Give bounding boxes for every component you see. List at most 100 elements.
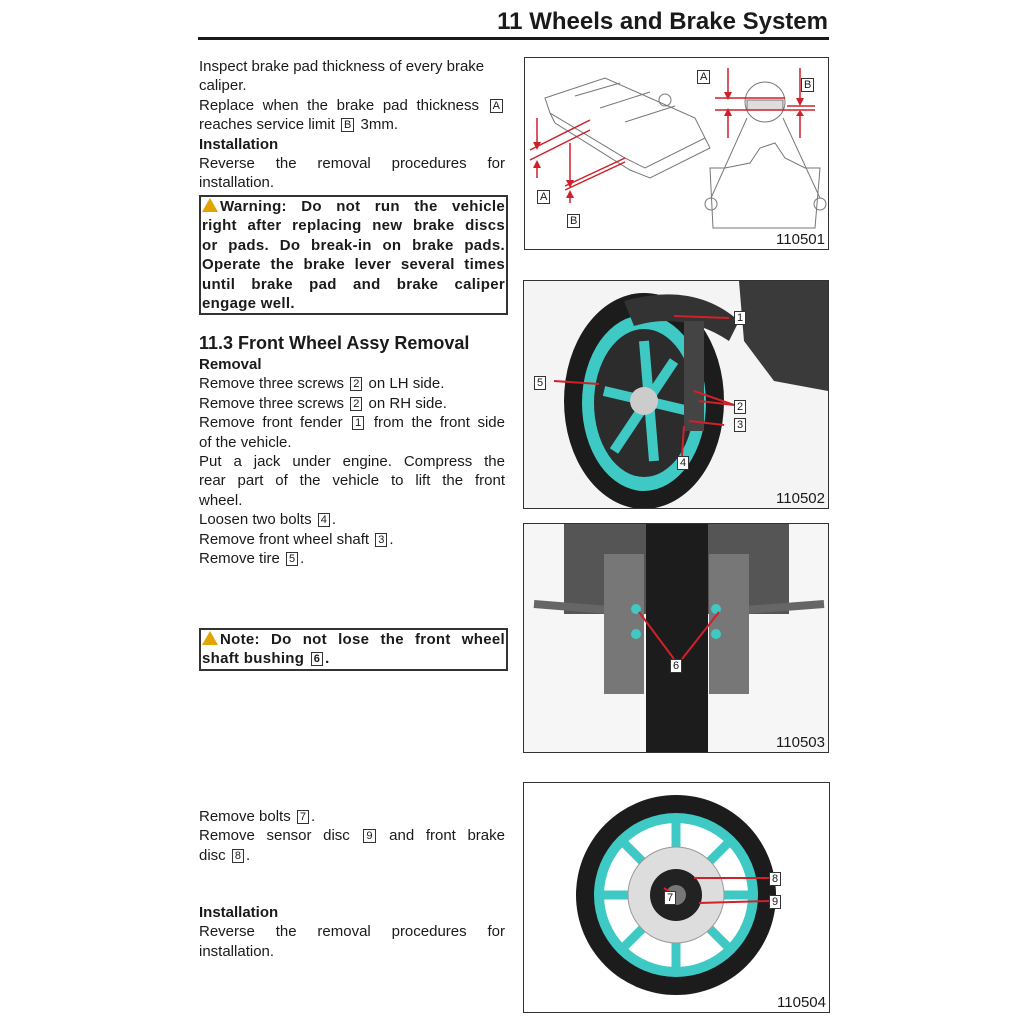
text-line: Operate the brake lever several times — [202, 255, 505, 274]
callout-ref-2: 2 — [350, 396, 363, 411]
text-segment: 11.3 Front Wheel Assy Removal — [199, 333, 470, 353]
disc-removal-text: Remove bolts 7.Remove sensor disc 9 and … — [199, 807, 505, 865]
text-segment: Operate the brake lever several times — [202, 256, 505, 274]
text-segment: Remove front wheel shaft — [199, 530, 374, 548]
text-line: rear part of the vehicle to lift the fro… — [199, 471, 505, 490]
text-segment: . — [325, 650, 330, 668]
callout-9: 9 — [769, 895, 782, 909]
figure-front-wheel-side: 1 5 2 3 4 110502 — [523, 280, 829, 509]
text-segment: Installation — [199, 904, 279, 921]
figure-brake-disc: 8 7 9 110504 — [523, 782, 830, 1013]
text-line: Reverse the removal procedures for — [199, 922, 505, 941]
text-line: disc 8. — [199, 846, 505, 865]
text-line: Loosen two bolts 4. — [199, 510, 505, 529]
text-segment: and front brake — [377, 827, 505, 845]
callout-ref-6: 6 — [310, 652, 324, 667]
text-line: engage well. — [202, 294, 505, 313]
text-line: Remove bolts 7. — [199, 807, 505, 826]
brake-pad-drawing — [529, 68, 827, 229]
text-segment: Remove three screws — [199, 375, 349, 393]
callout-ref-a: A — [489, 98, 503, 113]
text-segment: Remove bolts — [199, 808, 295, 825]
figure-number: 110503 — [776, 734, 825, 751]
text-segment: Reverse the removal procedures for — [199, 923, 505, 941]
text-segment: installation. — [199, 942, 275, 960]
text-line: Remove three screws 2 on RH side. — [199, 394, 505, 413]
callout-ref-b: B — [341, 118, 355, 133]
figure-brake-pad: A B A B 110501 — [524, 57, 829, 250]
text-line: Inspect brake pad thickness of every bra… — [199, 57, 505, 76]
text-line: installation. — [199, 173, 505, 192]
warning-triangle-icon — [202, 198, 218, 212]
warning-triangle-icon — [202, 631, 218, 645]
text-segment: engage well. — [202, 294, 295, 312]
text-segment: from the front side — [366, 414, 505, 432]
text-line: Put a jack under engine. Compress the — [199, 452, 505, 471]
callout-ref-9: 9 — [363, 829, 376, 844]
warning-box: Warning: Do not run the vehicle right aft… — [199, 195, 508, 316]
text-line: Warning: Do not run the vehicle — [202, 197, 505, 216]
text-segment: Installation — [199, 135, 279, 153]
callout-ref-4: 4 — [317, 513, 330, 528]
text-segment: Loosen two bolts — [199, 511, 316, 529]
callout-ref-1: 1 — [352, 416, 365, 431]
text-segment: installation. — [199, 174, 275, 192]
figure-number: 110504 — [777, 994, 826, 1011]
text-line: caliper. — [199, 76, 505, 95]
text-segment: Note: Do not lose the front wheel — [220, 631, 505, 648]
section-heading: 11.3 Front Wheel Assy Removal — [199, 331, 505, 355]
text-segment: . — [300, 549, 305, 567]
subheading: Removal — [199, 355, 505, 374]
text-segment: caliper. — [199, 77, 247, 95]
text-line: until brake pad and brake caliper — [202, 275, 505, 294]
callout-4: 4 — [677, 456, 690, 470]
text-segment: of the vehicle. — [199, 433, 292, 451]
text-segment: . — [389, 530, 394, 548]
text-segment: Remove tire — [199, 549, 285, 567]
callout-ref-7: 7 — [296, 810, 309, 824]
text-segment: until brake pad and brake caliper — [202, 275, 505, 293]
text-segment: on RH side. — [364, 394, 447, 412]
text-segment: Warning: Do not run the vehicle — [220, 198, 505, 215]
text-segment: Put a jack under engine. Compress the — [199, 452, 505, 470]
callout-6: 6 — [670, 659, 683, 673]
text-segment: rear part of the vehicle to lift the fro… — [199, 472, 505, 490]
callout-a: A — [537, 190, 551, 204]
text-segment: Remove three screws — [199, 394, 349, 412]
subheading: Installation — [199, 903, 505, 922]
text-segment: Reverse the removal procedures for — [199, 154, 505, 172]
text-segment: reaches service limit — [199, 116, 340, 134]
text-segment: Remove sensor disc — [199, 827, 362, 845]
text-line: or pads. Do break-in on brake pads. — [202, 236, 505, 255]
text-line: wheel. — [199, 491, 505, 510]
chapter-title: 11 Wheels and Brake System — [497, 8, 828, 35]
text-line: right after replacing new brake discs — [202, 216, 505, 235]
intro-text: Inspect brake pad thickness of every bra… — [199, 57, 505, 193]
figure-number: 110502 — [776, 490, 825, 507]
text-segment: Replace when the brake pad thickness — [199, 96, 488, 114]
text-line: Remove three screws 2 on LH side. — [199, 374, 505, 393]
text-line: shaft bushing 6. — [202, 649, 505, 668]
text-segment: . — [245, 846, 251, 864]
text-segment: Inspect brake pad thickness of every bra… — [199, 58, 485, 75]
text-line: Remove front fender 1 from the front sid… — [199, 413, 505, 432]
text-segment: or pads. Do break-in on brake pads. — [202, 236, 505, 254]
text-segment: disc — [199, 846, 230, 864]
callout-8: 8 — [769, 872, 782, 886]
callout-b: B — [567, 214, 581, 228]
header-rule — [198, 37, 829, 40]
text-segment: 3mm. — [356, 116, 399, 134]
text-segment: . — [311, 808, 316, 825]
text-segment: wheel. — [199, 491, 243, 509]
text-line: Replace when the brake pad thickness A — [199, 96, 505, 115]
text-line: Note: Do not lose the front wheel — [202, 630, 505, 649]
text-segment: right after replacing new brake discs — [202, 217, 505, 235]
text-segment: on LH side. — [364, 375, 445, 393]
text-line: of the vehicle. — [199, 433, 505, 452]
front-wheel-photo — [553, 281, 828, 508]
text-line: installation. — [199, 942, 505, 961]
callout-2: 2 — [734, 400, 747, 414]
text-segment: . — [331, 511, 337, 529]
callout-ref-2: 2 — [350, 377, 363, 392]
